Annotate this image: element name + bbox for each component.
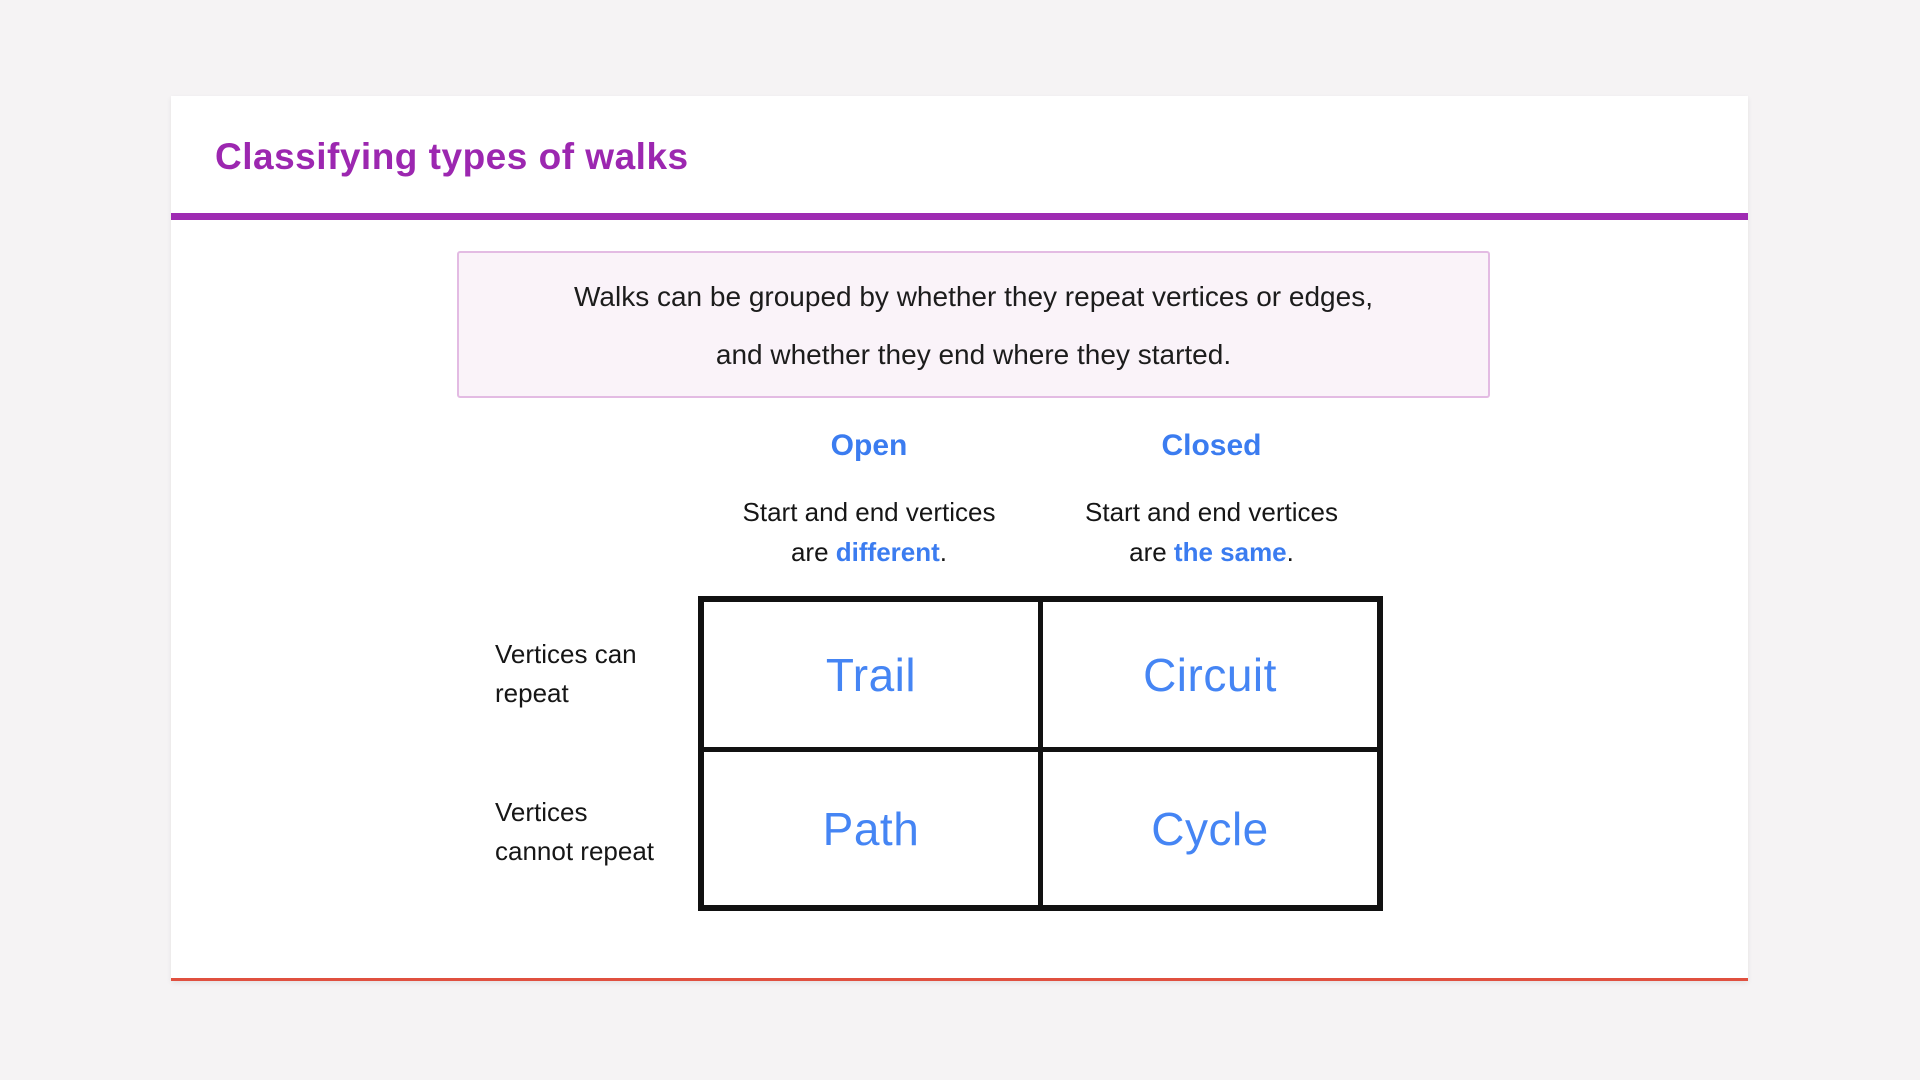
column-desc-closed: Start and end vertices are the same. bbox=[1040, 492, 1383, 572]
open-desc-highlight: different bbox=[835, 537, 940, 567]
intro-note-box: Walks can be grouped by whether they rep… bbox=[457, 251, 1490, 398]
closed-desc-period: . bbox=[1286, 537, 1294, 567]
row-2-label-line-1: Vertices bbox=[495, 797, 588, 827]
open-desc-line-1: Start and end vertices bbox=[742, 497, 996, 527]
open-desc-period: . bbox=[939, 537, 948, 567]
row-1-label-line-2: repeat bbox=[495, 678, 569, 708]
table-cell-path: Path bbox=[704, 752, 1038, 905]
intro-line-1: Walks can be grouped by whether they rep… bbox=[574, 281, 1373, 312]
table-cell-cycle: Cycle bbox=[1043, 752, 1377, 905]
column-header-open: Open bbox=[830, 429, 908, 462]
closed-desc-prefix: are bbox=[1129, 537, 1174, 567]
row-2-label-line-2: cannot repeat bbox=[495, 836, 655, 866]
content-card: Classifying types of walks Walks can be … bbox=[171, 96, 1748, 981]
column-header-closed: Closed bbox=[1161, 429, 1262, 462]
row-label-vertices-cannot-repeat: Vertices cannot repeat bbox=[495, 793, 654, 871]
walk-classification-table: Trail Circuit Path Cycle bbox=[698, 596, 1383, 911]
table-cell-circuit: Circuit bbox=[1043, 602, 1377, 747]
table-cell-trail: Trail bbox=[704, 602, 1038, 747]
column-desc-open: Start and end vertices are different. bbox=[698, 492, 1040, 572]
open-desc-prefix: are bbox=[790, 537, 836, 567]
title-divider-line bbox=[171, 213, 1748, 220]
closed-desc-highlight: the same bbox=[1173, 537, 1287, 567]
row-1-label-line-1: Vertices can bbox=[495, 639, 637, 669]
page-title: Classifying types of walks bbox=[215, 136, 689, 177]
row-label-vertices-can-repeat: Vertices can repeat bbox=[495, 635, 637, 713]
closed-desc-line-1: Start and end vertices bbox=[1085, 497, 1338, 527]
intro-line-2: and whether they end where they started. bbox=[715, 339, 1232, 370]
